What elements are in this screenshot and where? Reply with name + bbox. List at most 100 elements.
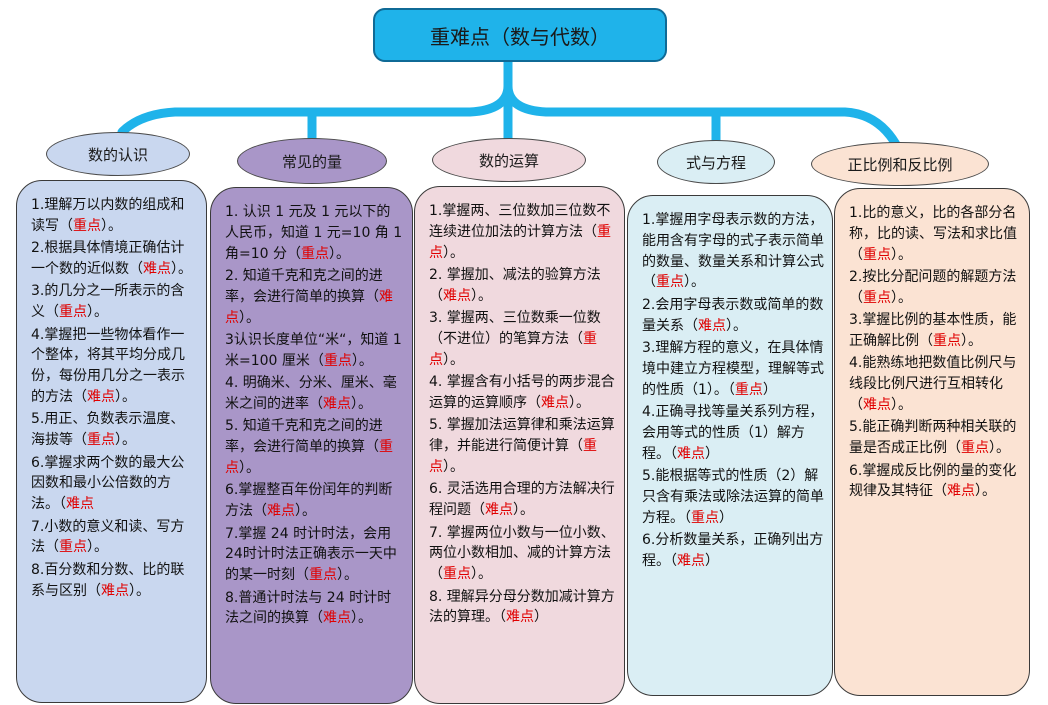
key-point-item: 3.的几分之一所表示的含义（重点）。 (31, 281, 198, 323)
key-point-text: 2.会用字母表示数或简单的数量关系（ (642, 296, 824, 334)
key-point-item: 7.小数的意义和读、写方法（重点）。 (31, 517, 198, 559)
key-point-tail: ）。 (337, 567, 358, 584)
key-point-text: 5.能正确判断两种相关联的量是否成正比例（ (849, 419, 1017, 457)
key-point-item: 2. 掌握加、减法的验算方法（难点）。 (429, 265, 616, 307)
key-point-item: 1.比的意义，比的各部分名称，比的读、写法和求比值（重点）。 (849, 203, 1021, 265)
key-point-item: 4.正确寻找等量关系列方程，会用等式的性质（1）解方程。（难点） (642, 402, 824, 464)
column-shi-yu-fangcheng: 1.掌握用字母表示数的方法，能用含有字母的式子表示简单的数量、数量关系和计算公式… (627, 195, 833, 696)
key-point-tail: ） (719, 509, 733, 526)
key-point-text: 2. 掌握加、减法的验算方法（ (429, 266, 601, 304)
key-point-tail: ）。 (351, 610, 372, 627)
key-point-item: 1.掌握两、三位数加三位数不连续进位加法的计算方法（重点）。 (429, 201, 616, 263)
key-point-text: 8. 理解异分母分数加减计算方法的算理。（ (429, 588, 615, 626)
key-point-text: 3.理解方程的意义，在具体情境中建立方程模型，理解等式的性质（1）。（ (642, 339, 824, 398)
emphasis-tag: 重点 (443, 566, 471, 583)
key-point-text: 2.按比分配问题的解题方法（ (849, 268, 1017, 306)
key-point-text: 6. 灵活选用合理的方法解决行程问题（ (429, 481, 615, 519)
key-point-tail: ）。 (239, 309, 260, 326)
emphasis-tag: 重点 (961, 440, 989, 457)
key-point-text: 6.掌握整百年份闰年的判断方法（ (225, 482, 393, 520)
key-point-text: 3.掌握比例的基本性质，能正确解比例（ (849, 312, 1017, 349)
emphasis-tag: 难点 (443, 287, 471, 304)
key-point-tail: ）。 (87, 539, 108, 556)
emphasis-tag: 难点 (101, 582, 129, 599)
key-point-item: 8.百分数和分数、比的联系与区别（难点）。 (31, 560, 198, 602)
key-point-item: 8. 理解异分母分数加减计算方法的算理。（难点） (429, 587, 616, 629)
key-point-text: 4. 明确米、分米、厘米、毫米之间的进率（ (225, 375, 397, 412)
emphasis-tag: 难点 (225, 288, 393, 326)
key-point-item: 3.掌握比例的基本性质，能正确解比例（重点）。 (849, 310, 1021, 352)
emphasis-tag: 重点 (734, 381, 763, 398)
key-point-tail: ） (705, 445, 719, 462)
key-point-tail: ）。 (443, 458, 464, 475)
column-zheng-fan-bili: 1.比的意义，比的各部分名称，比的读、写法和求比值（重点）。2.按比分配问题的解… (834, 188, 1030, 696)
key-point-text: 6.掌握求两个数的最大公因数和最小公倍数的方法。（ (31, 454, 185, 513)
key-point-text: 8.百分数和分数、比的联系与区别（ (31, 561, 185, 599)
key-point-tail: ）。 (726, 317, 747, 334)
key-point-text: 3.的几分之一所表示的含义（ (31, 283, 185, 321)
key-point-item: 1.理解万以内数的组成和读写（重点）。 (31, 195, 198, 237)
key-point-item: 1. 认识 1 元及 1 元以下的人民币，知道 1 元=10 角 1 角=10 … (225, 202, 404, 264)
emphasis-tag: 难点 (677, 552, 705, 569)
key-point-text: 4.能熟练地把数值比例尺与线段比例尺进行互相转化（ (849, 355, 1017, 413)
key-point-text: 7. 掌握两位小数与一位小数、两位小数相加、减的计算方法（ (429, 524, 615, 583)
key-point-tail: ）。 (351, 352, 373, 369)
key-point-text: 6.分析数量关系，正确列出方程。（ (642, 531, 824, 569)
key-point-text: 1.掌握两、三位数加三位数不连续进位加法的计算方法（ (429, 203, 611, 240)
key-point-tail: ）。 (443, 244, 464, 261)
key-point-text: 5.用正、负数表示温度、海拔等（ (31, 411, 185, 449)
key-point-item: 2.会用字母表示数或简单的数量关系（难点）。 (642, 295, 824, 337)
key-point-tail: ）。 (513, 502, 534, 519)
key-point-text: 4.正确寻找等量关系列方程，会用等式的性质（1）解方程。（ (642, 403, 824, 462)
key-point-text: 1.理解万以内数的组成和读写（ (31, 197, 185, 234)
emphasis-tag: 难点 (485, 502, 513, 519)
header-shu-de-yunsuan: 数的运算 (432, 138, 586, 182)
key-point-tail: ）。 (471, 566, 492, 583)
emphasis-tag: 重点 (933, 332, 961, 349)
key-point-item: 4. 掌握含有小括号的两步混合运算的运算顺序（难点）。 (429, 372, 616, 414)
key-point-tail: ）。 (101, 217, 122, 234)
key-point-text: 8.普通计时法与 24 时计时法之间的换算（ (225, 589, 392, 627)
key-point-item: 3认识长度单位“米“，知道 1 米=100 厘米（重点）。 (225, 330, 404, 372)
key-point-tail: ）。 (351, 395, 372, 412)
key-point-text: 2.根据具体情境正确估计一个数的近似数（ (31, 240, 185, 277)
key-point-tail: ）。 (329, 245, 350, 262)
key-point-text: 4. 掌握含有小括号的两步混合运算的运算顺序（ (429, 374, 615, 411)
key-point-item: 6.分析数量关系，正确列出方程。（难点） (642, 530, 824, 572)
key-point-item: 8.普通计时法与 24 时计时法之间的换算（难点）。 (225, 588, 404, 630)
key-point-tail: ）。 (115, 432, 136, 449)
key-point-tail: ）。 (975, 483, 996, 500)
emphasis-tag: 重点 (429, 223, 611, 261)
key-point-text: 1. 认识 1 元及 1 元以下的人民币，知道 1 元=10 角 1 角=10 … (225, 204, 403, 262)
column-shu-de-renshi: 1.理解万以内数的组成和读写（重点）。2.根据具体情境正确估计一个数的近似数（难… (16, 180, 207, 703)
key-point-tail: ）。 (891, 246, 912, 263)
header-zheng-fan-bili: 正比例和反比例 (811, 142, 989, 186)
key-point-tail: ）。 (569, 394, 590, 411)
key-point-tail: ）。 (443, 351, 464, 368)
key-point-tail: ）。 (961, 332, 982, 349)
emphasis-tag: 重点 (863, 246, 891, 263)
key-point-text: 2. 知道千克和克之间的进率，会进行简单的换算（ (225, 267, 383, 305)
key-point-item: 5. 掌握加法运算律和乘法运算律，并能进行简便计算（重点）。 (429, 415, 616, 477)
emphasis-tag: 难点 (863, 396, 891, 413)
emphasis-tag: 重点 (59, 304, 87, 321)
key-point-item: 3.理解方程的意义，在具体情境中建立方程模型，理解等式的性质（1）。（重点） (642, 338, 824, 400)
emphasis-tag: 难点 (323, 395, 351, 412)
key-point-item: 6. 灵活选用合理的方法解决行程问题（难点）。 (429, 479, 616, 521)
key-point-item: 6.掌握成反比例的量的变化规律及其特征（难点）。 (849, 461, 1021, 503)
key-point-item: 7.掌握 24 时计时法，会用24时计时法正确表示一天中的某一时刻（重点）。 (225, 524, 404, 586)
key-point-text: 5.能根据等式的性质（2）解只含有乘法或除法运算的简单方程。（ (642, 467, 824, 526)
key-point-text: 5. 掌握加法运算律和乘法运算律，并能进行简便计算（ (429, 417, 615, 455)
key-point-item: 2. 知道千克和克之间的进率，会进行简单的换算（难点）。 (225, 266, 404, 328)
emphasis-tag: 重点 (429, 330, 597, 368)
key-point-item: 5. 知道千克和克之间的进率，会进行简单的换算（重点）。 (225, 416, 404, 478)
header-changjian-de-liang: 常见的量 (237, 138, 387, 184)
emphasis-tag: 难点 (506, 609, 534, 626)
diagram-title: 重难点（数与代数） (373, 8, 667, 62)
emphasis-tag: 难点 (87, 388, 115, 405)
emphasis-tag: 重点 (87, 432, 115, 449)
key-point-tail: ）。 (471, 287, 492, 304)
key-point-item: 2.按比分配问题的解题方法（重点）。 (849, 267, 1021, 309)
key-point-item: 4. 明确米、分米、厘米、毫米之间的进率（难点）。 (225, 373, 404, 415)
key-point-tail: ）。 (684, 274, 705, 291)
